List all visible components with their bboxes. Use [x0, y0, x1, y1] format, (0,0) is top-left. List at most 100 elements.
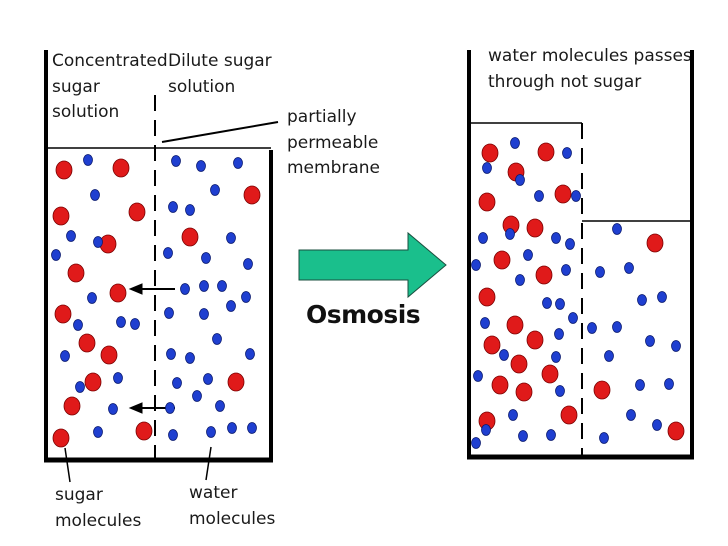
sugar-molecule	[535, 265, 553, 285]
water-pointer-line	[205, 446, 212, 481]
flow-arrow-lower-head	[128, 402, 143, 414]
process-arrow	[298, 231, 447, 299]
sugar-molecule	[510, 354, 528, 374]
sugar-molecule	[67, 263, 85, 283]
sugar-molecule	[227, 372, 245, 392]
water-molecule	[515, 274, 525, 286]
water-molecule	[652, 419, 662, 431]
sugar-molecule	[515, 382, 533, 402]
water-molecule	[599, 432, 609, 444]
water-molecule	[626, 409, 636, 421]
water-molecule	[180, 283, 190, 295]
sugar-molecule	[554, 184, 572, 204]
water-molecule	[201, 252, 211, 264]
water-molecule	[612, 321, 622, 333]
water-molecule	[212, 333, 222, 345]
water-molecule	[480, 317, 490, 329]
water-molecule	[83, 154, 93, 166]
water-molecule	[60, 350, 70, 362]
sugar-molecule	[63, 396, 81, 416]
water-molecule	[217, 280, 227, 292]
water-molecule	[587, 322, 597, 334]
molecules-layer	[51, 137, 685, 449]
sugar-molecule	[593, 380, 611, 400]
sugar-molecule	[78, 333, 96, 353]
water-molecule	[515, 174, 525, 186]
sugar-molecule	[526, 218, 544, 238]
sugar-molecule	[181, 227, 199, 247]
water-molecule	[499, 349, 509, 361]
sugar-molecule	[100, 345, 118, 365]
water-molecule	[199, 308, 209, 320]
water-molecule	[226, 300, 236, 312]
water-molecule	[247, 422, 257, 434]
water-molecule	[664, 378, 674, 390]
water-molecule	[90, 189, 100, 201]
sugar-molecules-label: sugar molecules	[55, 485, 142, 531]
sugar-pointer-line	[64, 447, 71, 483]
water-molecule	[203, 373, 213, 385]
water-molecule	[196, 160, 206, 172]
beaker-before	[44, 50, 279, 483]
sugar-molecule	[84, 372, 102, 392]
water-molecule	[482, 162, 492, 174]
concentrated-solution-label: Concentrated sugar solution	[52, 51, 168, 122]
membrane-pointer-line	[161, 121, 279, 143]
water-molecule	[478, 232, 488, 244]
water-molecule	[243, 258, 253, 270]
beaker-after	[467, 50, 694, 460]
sugar-molecule	[493, 250, 511, 270]
sugar-molecule	[243, 185, 261, 205]
sugar-molecule	[526, 330, 544, 350]
sugar-molecule	[537, 142, 555, 162]
water-molecule	[171, 155, 181, 167]
water-molecule	[75, 381, 85, 393]
water-molecule	[637, 294, 647, 306]
water-molecule	[561, 264, 571, 276]
membrane-label: partially permeable membrane	[287, 107, 381, 178]
dilute-solution-label: Dilute sugar solution	[168, 51, 272, 97]
sugar-molecule	[667, 421, 685, 441]
water-molecule	[534, 190, 544, 202]
sugar-molecule	[478, 287, 496, 307]
water-molecule	[185, 352, 195, 364]
water-molecule	[473, 370, 483, 382]
sugar-molecule	[55, 160, 73, 180]
sugar-molecule	[491, 375, 509, 395]
sugar-molecule	[560, 405, 578, 425]
water-molecule	[241, 291, 251, 303]
water-molecule	[523, 249, 533, 261]
water-molecule	[554, 328, 564, 340]
water-molecule	[565, 238, 575, 250]
water-molecule	[612, 223, 622, 235]
sugar-molecule	[54, 304, 72, 324]
sugar-molecule	[128, 202, 146, 222]
water-molecule	[571, 190, 581, 202]
water-molecule	[471, 259, 481, 271]
water-molecule	[245, 348, 255, 360]
water-molecule	[505, 228, 515, 240]
water-molecule	[130, 318, 140, 330]
water-molecule	[172, 377, 182, 389]
osmosis-title: Osmosis	[306, 300, 421, 329]
water-molecule	[93, 236, 103, 248]
water-molecule	[113, 372, 123, 384]
water-molecule	[562, 147, 572, 159]
water-molecule	[671, 340, 681, 352]
water-molecule	[66, 230, 76, 242]
water-molecule	[233, 157, 243, 169]
sugar-molecule	[135, 421, 153, 441]
sugar-molecule	[52, 428, 70, 448]
water-molecule	[508, 409, 518, 421]
sugar-molecule	[109, 283, 127, 303]
water-molecule	[635, 379, 645, 391]
water-molecule	[168, 429, 178, 441]
sugar-molecule	[506, 315, 524, 335]
water-molecule	[604, 350, 614, 362]
water-molecule	[226, 232, 236, 244]
sugar-molecule	[112, 158, 130, 178]
water-molecule	[546, 429, 556, 441]
water-molecule	[163, 247, 173, 259]
water-molecule	[555, 385, 565, 397]
water-molecule	[555, 298, 565, 310]
